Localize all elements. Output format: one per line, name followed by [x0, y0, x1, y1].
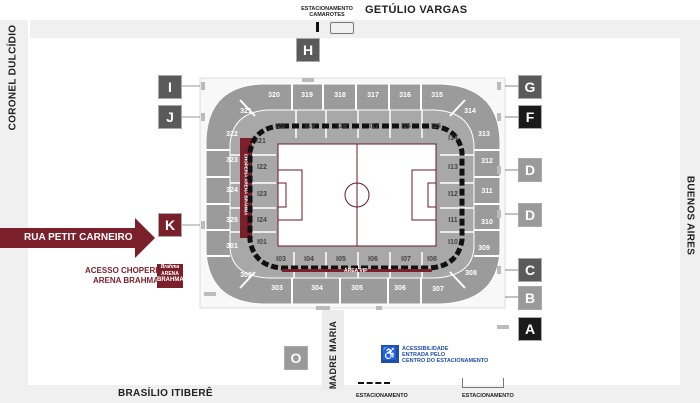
section-i13[interactable]: I13 [448, 164, 458, 171]
section-314[interactable]: 314 [464, 108, 476, 115]
arrow-parking-top [316, 22, 319, 32]
gate-b[interactable]: B [518, 286, 542, 310]
street-label-bottom: BRASÍLIO ITIBERÊ [118, 388, 213, 399]
section-307[interactable]: 307 [432, 286, 444, 293]
arrow-parking-bottom-right [462, 378, 504, 388]
section-319[interactable]: 319 [301, 92, 313, 99]
section-i04[interactable]: I04 [304, 256, 314, 263]
section-315[interactable]: 315 [431, 92, 443, 99]
brahma-logo: Brahma ARENA BRAHMA [157, 264, 184, 288]
section-311[interactable]: 311 [481, 188, 493, 195]
choperia-line1: ACESSO CHOPERIA [85, 266, 164, 275]
section-i03[interactable]: I03 [276, 256, 286, 263]
pitch-small-box-left [277, 182, 287, 208]
brahma-logo-script: Brahma [160, 264, 180, 270]
section-302[interactable]: 302 [240, 272, 252, 279]
gate-h[interactable]: H [296, 38, 320, 62]
section-i06[interactable]: I06 [368, 256, 378, 263]
brahma-logo-arena: ARENA [161, 271, 179, 277]
gate-c[interactable]: C [518, 258, 542, 282]
section-i20[interactable]: I20 [275, 123, 285, 130]
upper-dividers [206, 84, 500, 304]
section-i18[interactable]: I18 [337, 123, 347, 130]
gate-o[interactable]: O [284, 346, 308, 370]
gate-f[interactable]: F [518, 105, 542, 129]
section-324[interactable]: 324 [226, 187, 238, 194]
gate-d-2[interactable]: D [518, 203, 542, 227]
section-i12[interactable]: I12 [448, 191, 458, 198]
section-i21[interactable]: I21 [256, 138, 266, 145]
vip-label: ÁREA VIP [344, 268, 368, 274]
parking-top-label: ESTACIONAMENTO CAMAROTES [301, 6, 353, 18]
section-308[interactable]: 308 [465, 270, 477, 277]
section-317[interactable]: 317 [367, 92, 379, 99]
section-i23[interactable]: I23 [257, 191, 267, 198]
gate-d-1[interactable]: D [518, 158, 542, 182]
gate-connectors [180, 85, 520, 298]
section-320[interactable]: 320 [268, 92, 280, 99]
accessibility-line3: CENTRO DO ESTACIONAMENTO [402, 358, 489, 364]
street-right [680, 20, 700, 385]
section-i07[interactable]: I07 [401, 256, 411, 263]
street-bottom [0, 385, 700, 403]
gate-k[interactable]: K [158, 213, 182, 237]
section-i22[interactable]: I22 [257, 164, 267, 171]
gate-j[interactable]: J [158, 105, 182, 129]
section-325[interactable]: 325 [226, 217, 238, 224]
section-312[interactable]: 312 [481, 158, 493, 165]
section-i11[interactable]: I11 [448, 217, 458, 224]
arrow-parking-top-right [330, 22, 354, 34]
choperia-band [240, 138, 252, 238]
section-i24[interactable]: I24 [257, 217, 267, 224]
section-i19[interactable]: I19 [305, 123, 315, 130]
gate-i[interactable]: I [158, 75, 182, 99]
accessibility-icon: ♿ [381, 345, 399, 363]
accessibility-line1: ACESSIBILIDADE [402, 346, 449, 352]
gate-a[interactable]: A [518, 317, 542, 341]
brahma-logo-brahma: BRAHMA [157, 277, 184, 283]
section-316[interactable]: 316 [399, 92, 411, 99]
section-i08[interactable]: I08 [427, 256, 437, 263]
section-i17[interactable]: I17 [369, 123, 379, 130]
street-madre-maria [322, 310, 344, 390]
choperia-line2: ARENA BRAHMA [93, 276, 159, 285]
accessibility-line2: ENTRADA PELO [402, 352, 446, 358]
section-303[interactable]: 303 [271, 285, 283, 292]
pitch-center-circle [344, 182, 370, 208]
section-322[interactable]: 322 [226, 131, 238, 138]
section-304[interactable]: 304 [311, 285, 323, 292]
arrow-petit-carneiro [0, 218, 155, 258]
section-323[interactable]: 323 [226, 157, 238, 164]
section-318[interactable]: 318 [334, 92, 346, 99]
section-313[interactable]: 313 [478, 131, 490, 138]
lower-dividers [230, 110, 474, 278]
street-label-top: GETÚLIO VARGAS [365, 4, 468, 16]
arrow-parking-bottom-left [358, 382, 390, 389]
section-321[interactable]: 321 [240, 108, 252, 115]
section-306[interactable]: 306 [394, 285, 406, 292]
arrow-street-label: RUA PETIT CARNEIRO [24, 232, 133, 243]
gate-g[interactable]: G [518, 75, 542, 99]
section-i10[interactable]: I10 [448, 239, 458, 246]
section-309[interactable]: 309 [478, 245, 490, 252]
vip-bar [282, 269, 432, 272]
choperia-band-label: CHOPERIA ARENA BRAHMA [243, 153, 249, 216]
street-left [0, 20, 28, 385]
section-i01[interactable]: I01 [257, 239, 267, 246]
section-310[interactable]: 310 [481, 219, 493, 226]
street-top [30, 20, 685, 38]
section-i15[interactable]: I15 [431, 123, 441, 130]
parking-bottom-left: ESTACIONAMENTO [356, 393, 408, 399]
section-i16[interactable]: I16 [401, 123, 411, 130]
section-305[interactable]: 305 [351, 285, 363, 292]
section-i14[interactable]: I14 [448, 135, 458, 142]
parking-bottom-right: ESTACIONAMENTO [462, 393, 514, 399]
pitch-small-box-right [427, 182, 437, 208]
turnstiles [201, 78, 509, 329]
section-i05[interactable]: I05 [336, 256, 346, 263]
section-301[interactable]: 301 [226, 243, 238, 250]
